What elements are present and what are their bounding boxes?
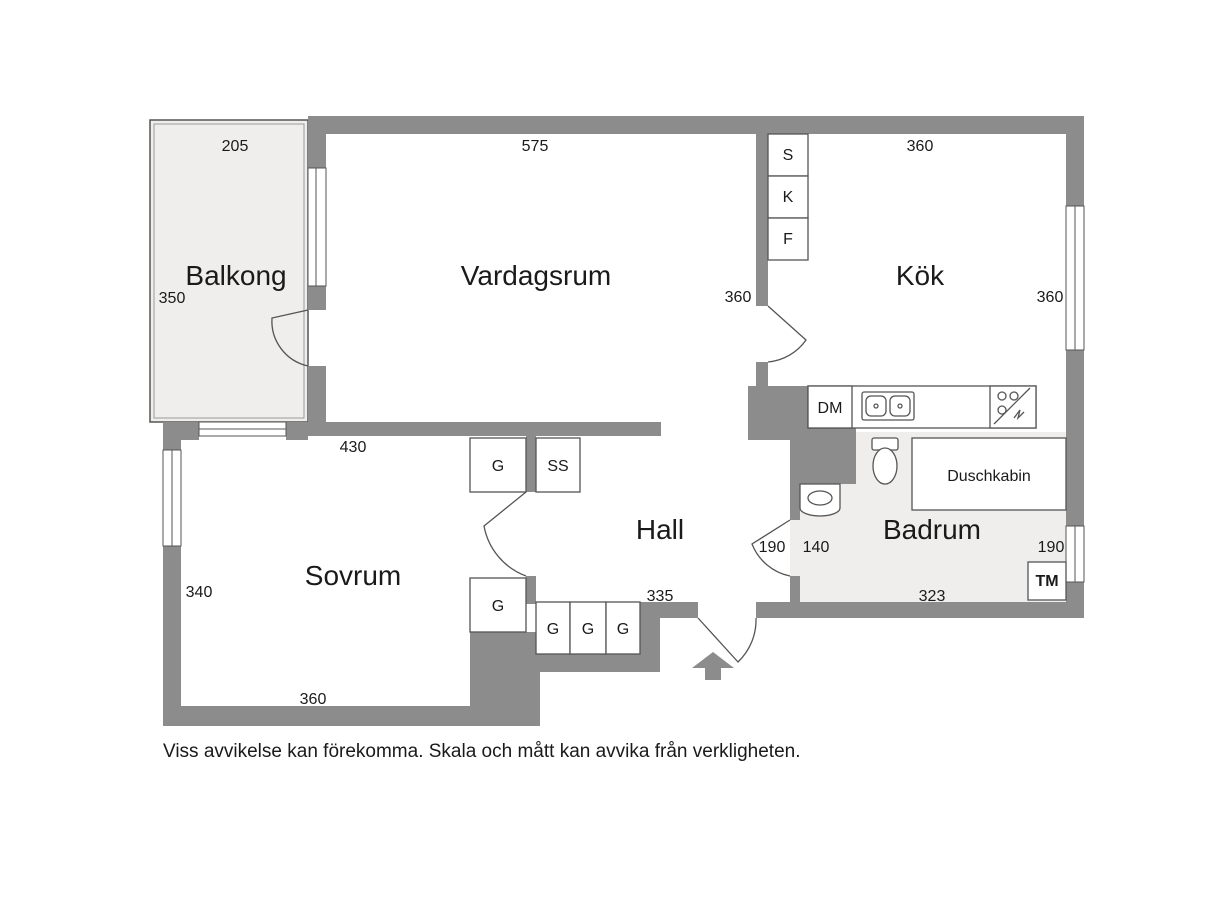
wardrobe-g-label-3: G	[547, 621, 559, 638]
tm-label: TM	[1035, 573, 1058, 590]
wardrobe-g-label-1: G	[492, 458, 504, 475]
dim-vardagsrum-top: 575	[522, 138, 549, 155]
shower-label: Duschkabin	[947, 468, 1031, 485]
dim-balkong-top: 205	[222, 138, 249, 155]
dim-sovrum-top: 430	[340, 439, 367, 456]
dim-sovrum-side: 340	[186, 584, 213, 601]
wardrobe-g-label-2: G	[492, 598, 504, 615]
dim-kok-side: 360	[1037, 289, 1064, 306]
entrance-arrow-icon	[692, 652, 734, 680]
dim-badrum-right: 190	[1038, 539, 1065, 556]
room-label-sovrum: Sovrum	[305, 560, 401, 591]
kitchen-tall-cabinets	[767, 133, 809, 261]
room-label-vardagsrum: Vardagsrum	[461, 260, 611, 291]
dim-balkong-side: 350	[159, 290, 186, 307]
bathroom-fixtures	[799, 437, 1067, 601]
dim-kok-top: 360	[907, 138, 934, 155]
cabinet-s-label: S	[783, 147, 794, 164]
dim-hall-bottom: 335	[647, 588, 674, 605]
disclaimer-text: Viss avvikelse kan förekomma. Skala och …	[163, 741, 801, 762]
room-label-kok: Kök	[896, 260, 945, 291]
dim-hall-closet: 190	[759, 539, 786, 556]
wardrobe-g-label-5: G	[617, 621, 629, 638]
balcony-railing-inner	[153, 123, 305, 419]
room-label-balkong: Balkong	[185, 260, 286, 291]
balcony-floor	[150, 120, 308, 422]
wardrobes	[469, 437, 641, 655]
dim-sovrum-bottom: 360	[300, 691, 327, 708]
room-label-badrum: Badrum	[883, 514, 981, 545]
windows	[162, 167, 1085, 583]
room-label-hall: Hall	[636, 514, 684, 545]
walls	[163, 116, 1084, 726]
dim-badrum-left: 140	[803, 539, 830, 556]
cabinet-k-label: K	[783, 189, 794, 206]
wardrobe-g-label-4: G	[582, 621, 594, 638]
kitchen-counter	[807, 385, 1037, 429]
wardrobe-ss-label: SS	[547, 458, 568, 475]
dim-vardagsrum-side: 360	[725, 289, 752, 306]
dim-badrum-bottom: 323	[919, 588, 946, 605]
dishwasher-label: DM	[818, 400, 843, 417]
doors	[271, 305, 807, 663]
cabinet-f-label: F	[783, 231, 793, 248]
